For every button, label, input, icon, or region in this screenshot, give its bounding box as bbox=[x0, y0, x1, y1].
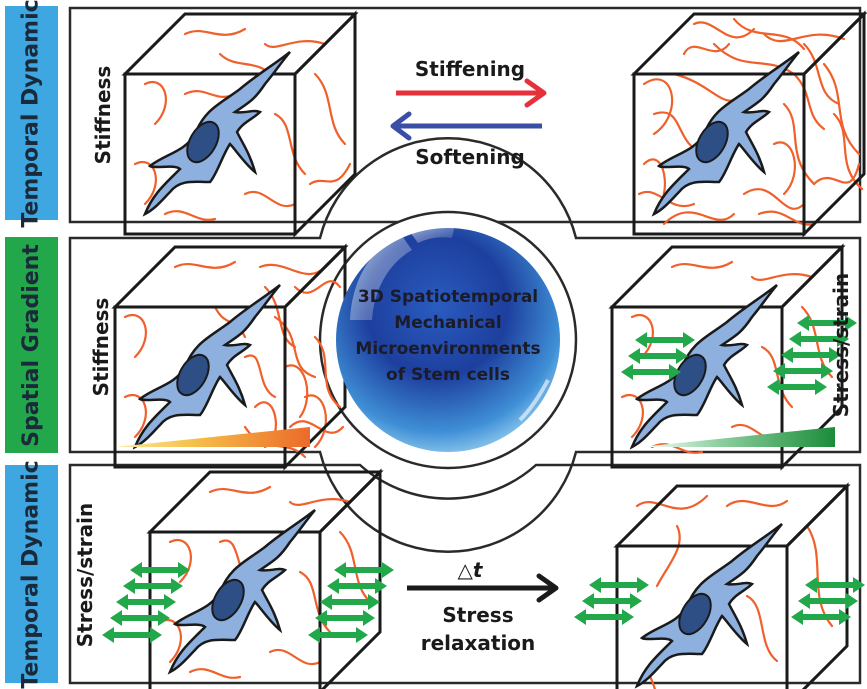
sidebar-temporal-dynamic-top: Temporal Dynamic bbox=[5, 0, 58, 227]
label-stiffening: Stiffening bbox=[415, 57, 525, 81]
cube-soft-matrix bbox=[123, 12, 357, 236]
label-stiffness-p1: Stiffness bbox=[91, 66, 115, 165]
force-arrows-left-p3 bbox=[102, 562, 190, 643]
label-delta-t: △t bbox=[458, 558, 484, 582]
center-title-line-1: 3D Spatiotemporal bbox=[358, 287, 538, 307]
stiffness-gradient-wedge bbox=[115, 427, 310, 447]
label-stress: Stress bbox=[442, 603, 513, 627]
force-arrows-right-p4 bbox=[791, 577, 865, 625]
label-relaxation: relaxation bbox=[421, 631, 536, 655]
relaxation-arrow bbox=[407, 573, 559, 603]
label-stiffness-p2: Stiffness bbox=[89, 298, 113, 397]
label-stress-strain-p2: Stress/strain bbox=[829, 273, 853, 417]
central-sphere bbox=[336, 223, 560, 452]
softening-arrow bbox=[390, 111, 542, 141]
sidebar-temporal-dynamic-bottom: Temporal Dynamic bbox=[5, 460, 58, 688]
cube-stressed bbox=[148, 470, 382, 689]
stress-gradient-wedge bbox=[640, 427, 835, 447]
cube-stiff-matrix bbox=[632, 12, 866, 236]
force-arrows-left-p4 bbox=[574, 577, 649, 625]
sidebar-spatial-gradient: Spatial Gradient bbox=[5, 237, 58, 453]
center-title-line-3: Microenvironments bbox=[355, 339, 540, 359]
center-title: 3D Spatiotemporal Mechanical Microenviro… bbox=[355, 287, 540, 385]
label-softening: Softening bbox=[415, 145, 525, 169]
label-stress-strain-p3: Stress/strain bbox=[73, 503, 97, 647]
cube-stiffness-gradient bbox=[113, 245, 347, 469]
center-title-line-4: of Stem cells bbox=[386, 365, 510, 385]
center-title-line-2: Mechanical bbox=[394, 313, 501, 333]
stiffening-arrow bbox=[396, 78, 547, 108]
